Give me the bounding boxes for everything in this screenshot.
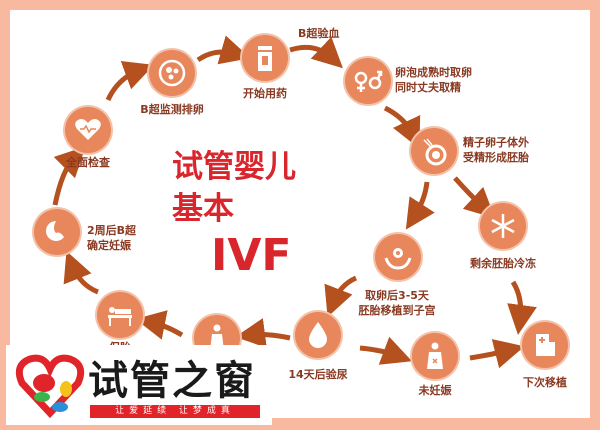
step-label: 剩余胚胎冷冻 (470, 257, 536, 270)
sperm-egg-icon (411, 128, 457, 174)
step-label-line: 确定妊娠 (87, 239, 131, 252)
snowflake-icon (480, 203, 526, 249)
arrow (469, 339, 525, 369)
arrow (289, 36, 343, 69)
ultrasound-follicle-icon (149, 50, 195, 96)
hospital-icon (522, 322, 568, 368)
arrow (324, 275, 358, 317)
step-label: 取卵后3-5天胚胎移植到子宫 (359, 288, 436, 318)
arrow (383, 105, 421, 149)
arrow (63, 251, 99, 295)
step-label-line: 同时丈夫取精 (395, 81, 461, 94)
arrow (196, 35, 251, 65)
step-label: B超监测排卵 (140, 103, 204, 116)
arrow (235, 318, 291, 348)
heart-pulse-icon (65, 107, 111, 153)
title-line-1: 试管婴儿 (172, 149, 296, 185)
step-label: 精子卵子体外受精形成胚胎 (463, 135, 529, 165)
fetus-icon (34, 209, 80, 255)
step-label: 14天后验尿 (288, 368, 348, 381)
title-ivf: IVF (211, 230, 292, 281)
arrow (453, 176, 495, 219)
step-label: 开始用药 (243, 87, 287, 100)
title-line-2: 基本 (172, 191, 234, 227)
step-label-line: 受精形成胚胎 (463, 151, 529, 164)
step-label-line: 2周后B超 (87, 224, 137, 237)
heart-logo-icon (15, 354, 85, 419)
step-label: 下次移植 (523, 376, 567, 389)
bed-rest-icon (97, 292, 143, 338)
arrow (359, 336, 413, 365)
arrow (52, 146, 86, 206)
step-label: 未妊娠 (418, 384, 452, 397)
step-label-line: 精子卵子体外 (463, 136, 529, 149)
not-pregnant-icon (412, 333, 458, 379)
step-label: B超验血 (298, 27, 340, 40)
arrow (507, 280, 537, 335)
step-label: 2周后B超确定妊娠 (87, 223, 136, 253)
medicine-bottle-icon (242, 35, 288, 81)
watermark-tagline: 让爱延续 让梦成真 (90, 405, 260, 418)
step-label-line: 卵泡成熟时取卵 (395, 66, 472, 79)
male-female-icon (345, 58, 391, 104)
hands-embryo-icon (375, 234, 421, 280)
step-label-line: 胚胎移植到子宫 (358, 304, 436, 317)
arrow (105, 61, 155, 102)
arrow (405, 181, 435, 230)
watermark-brand: 试管之窗 (88, 357, 256, 404)
step-label: 卵泡成熟时取卵同时丈夫取精 (395, 65, 472, 95)
step-label: 全面检查 (66, 156, 110, 169)
step-label-line: 取卵后3-5天 (365, 289, 429, 302)
drop-icon (295, 312, 341, 358)
arrow (135, 310, 184, 340)
